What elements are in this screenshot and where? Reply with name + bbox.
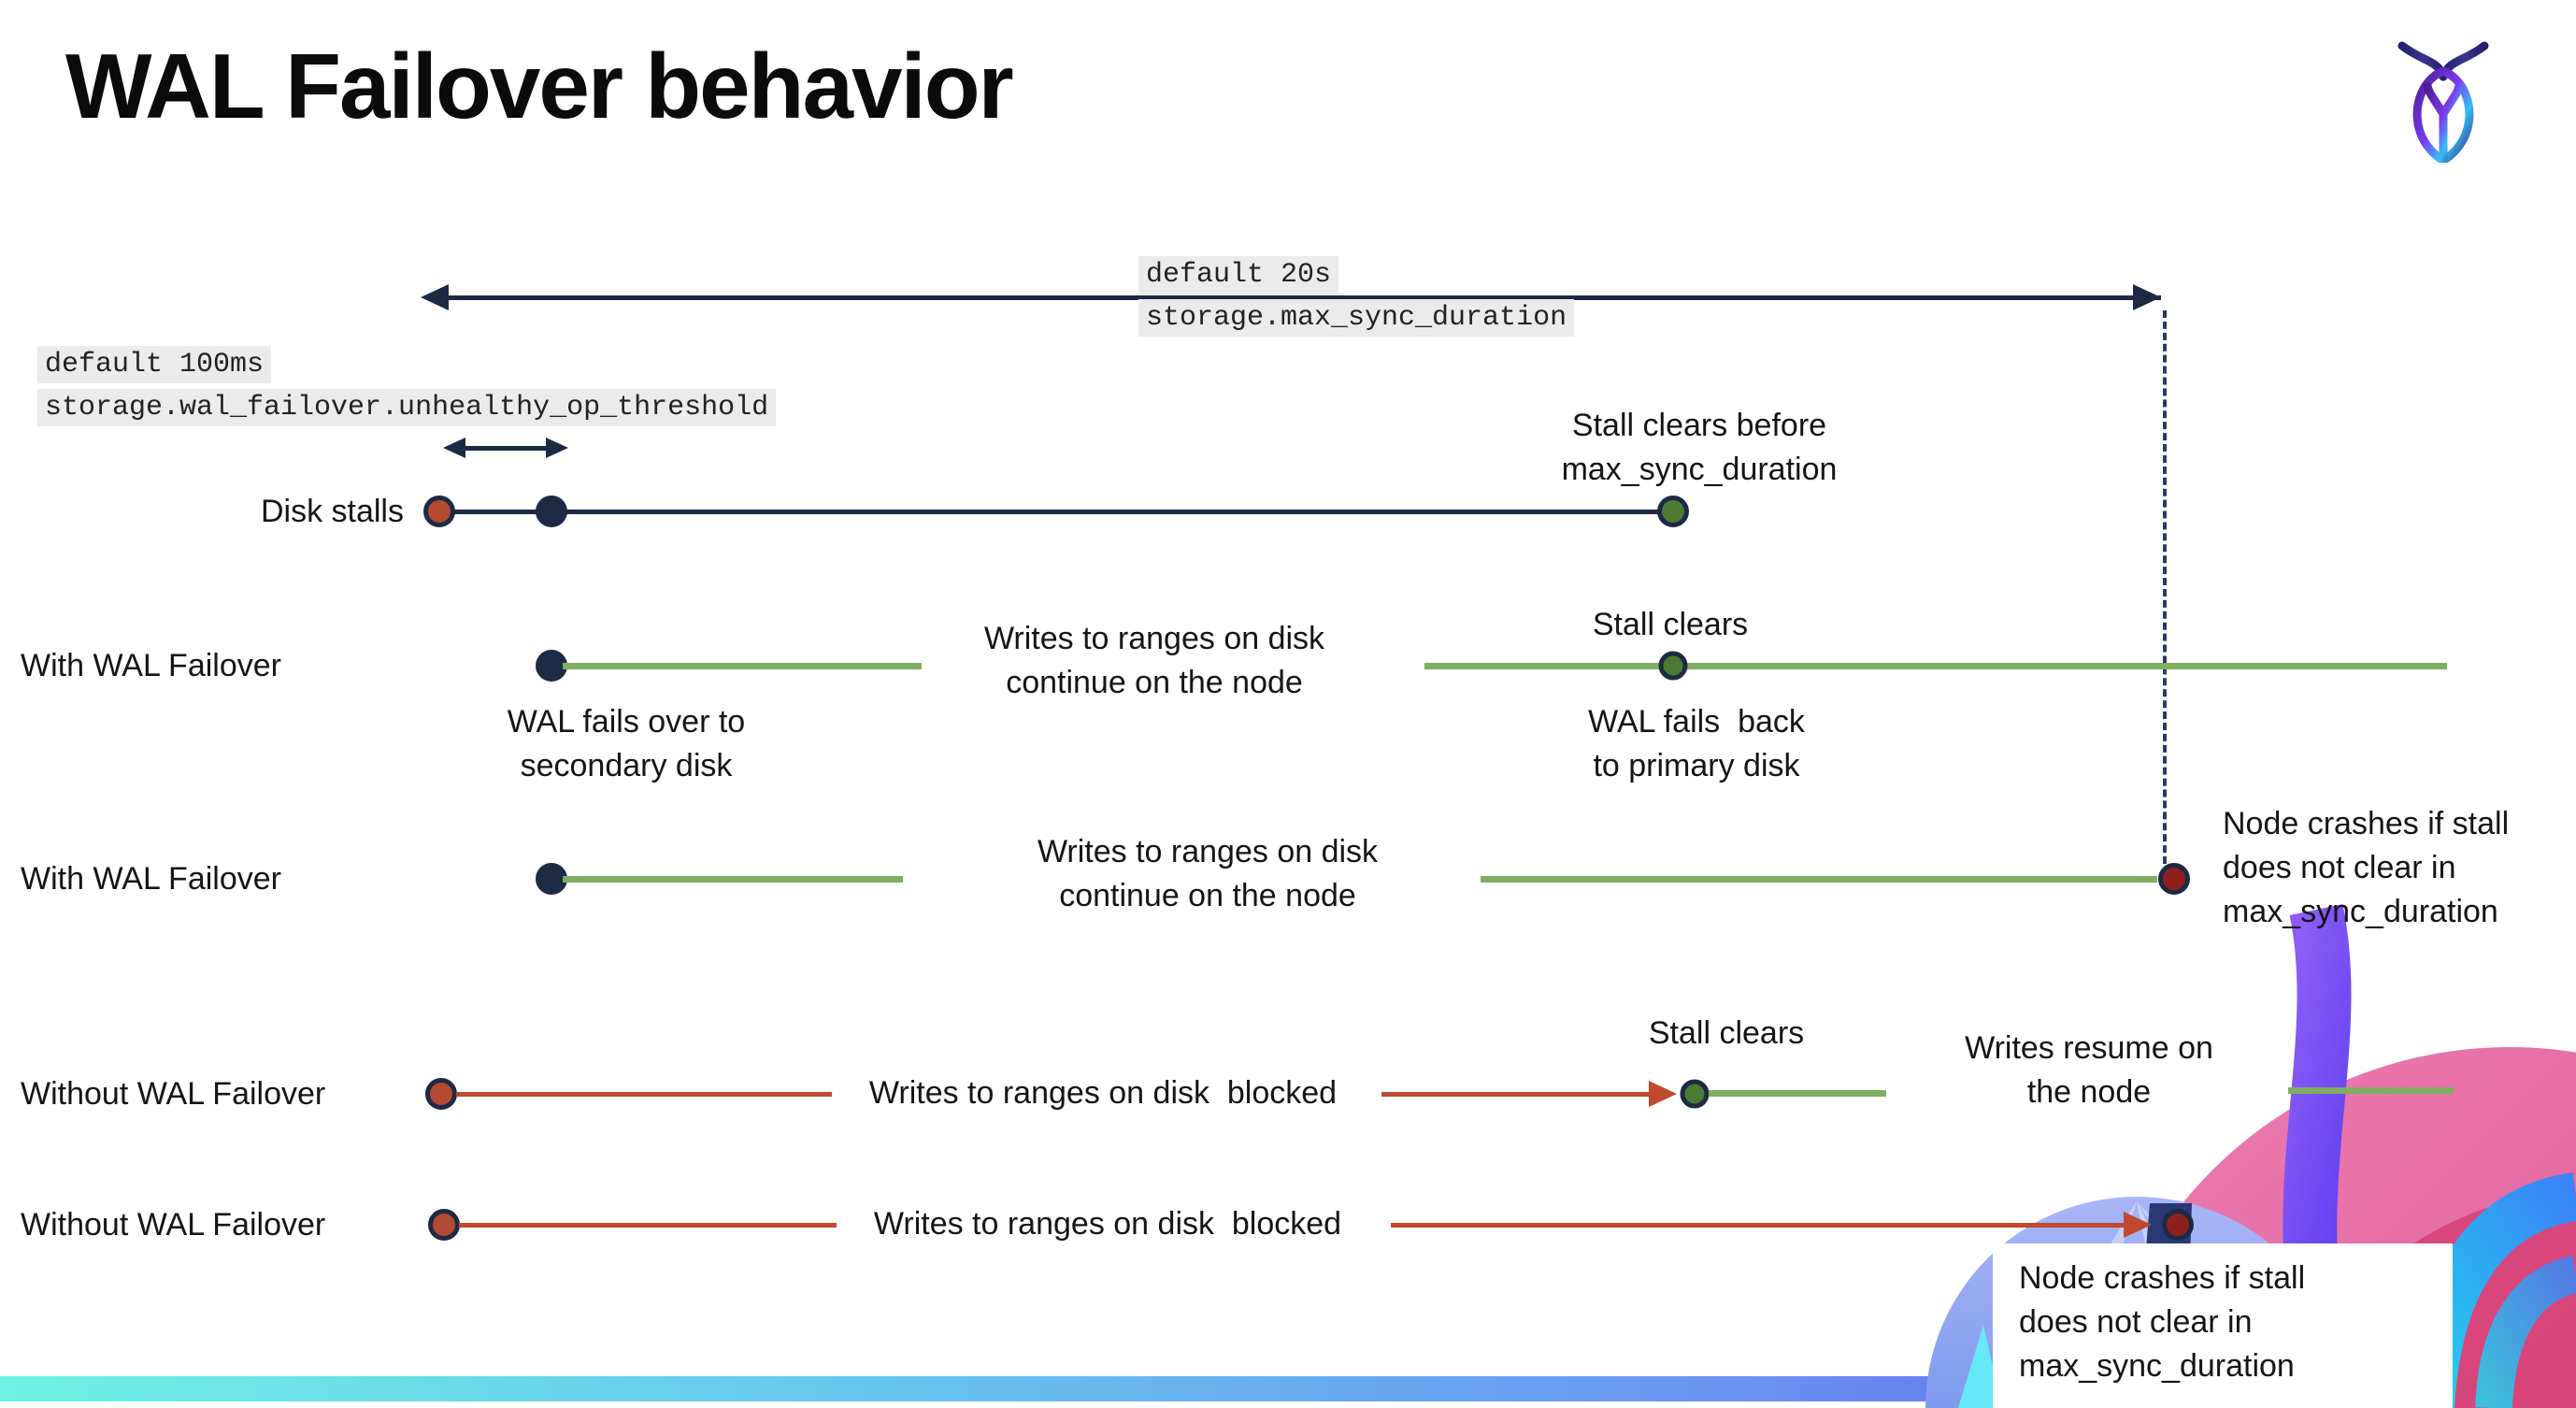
arrow-right-icon — [1649, 1081, 1677, 1107]
row-label-without-wal-failover-1: Without WAL Failover — [21, 1076, 326, 1112]
cockroachdb-logo-icon — [2397, 41, 2489, 163]
node-crashes-annotation-2: Node crashes if stall does not clear in … — [2019, 1260, 2306, 1384]
writes-continue-annotation-1: Writes to ranges on disk continue on the… — [983, 621, 1325, 700]
node-crash-dot — [2162, 1209, 2194, 1241]
row-label-without-wal-failover-2: Without WAL Failover — [21, 1207, 326, 1243]
stall-clears-annotation-1: Stall clears — [1592, 607, 1749, 642]
writes-resume-line — [1709, 1090, 1886, 1097]
threshold-arrow-line — [462, 446, 548, 451]
writes-blocked-line — [459, 1223, 837, 1228]
writes-blocked-annotation-1: Writes to ranges on disk blocked — [868, 1075, 1338, 1111]
arrow-left-icon — [421, 284, 449, 310]
max-sync-deadline-dashed-line — [2163, 310, 2167, 864]
max-sync-duration-label: default 20s storage.max_sync_duration — [1138, 256, 1575, 337]
unhealthy-op-default-label: default 100ms — [37, 346, 272, 383]
node-crashes-annotation-1: Node crashes if stall does not clear in … — [2223, 806, 2510, 929]
unhealthy-op-threshold-label: default 100ms storage.wal_failover.unhea… — [37, 346, 777, 426]
writes-continue-line — [563, 663, 922, 669]
writes-blocked-annotation-2: Writes to ranges on disk blocked — [873, 1206, 1342, 1242]
writes-continue-annotation-2: Writes to ranges on disk continue on the… — [1037, 834, 1379, 913]
max-sync-duration-arrow-line — [439, 295, 2161, 300]
writes-continue-line — [1481, 876, 2157, 883]
wal-fails-back-annotation: WAL fails back to primary disk — [1588, 704, 1805, 783]
stall-start-dot — [425, 1078, 457, 1110]
wal-fails-over-annotation: WAL fails over to secondary disk — [507, 704, 746, 783]
writes-continue-line — [563, 876, 903, 883]
row-label-with-wal-failover-2: With WAL Failover — [21, 861, 281, 897]
writes-blocked-line — [1381, 1092, 1649, 1097]
arrow-right-icon — [546, 438, 568, 458]
stall-clears-annotation-2: Stall clears — [1648, 1015, 1805, 1051]
arrow-right-icon — [2133, 284, 2161, 310]
failover-trigger-dot — [536, 496, 567, 527]
max-sync-default-label: default 20s — [1138, 256, 1339, 294]
stall-start-dot — [423, 496, 455, 527]
node-crashes-note-box: Node crashes if stall does not clear in … — [1993, 1243, 2453, 1408]
stall-start-dot — [428, 1209, 460, 1241]
unhealthy-op-setting-label: storage.wal_failover.unhealthy_op_thresh… — [37, 389, 777, 426]
writes-resume-annotation: Writes resume on the node — [1965, 1030, 2213, 1110]
arrow-left-icon — [443, 438, 465, 458]
writes-continue-line — [1424, 663, 2447, 669]
max-sync-setting-label: storage.max_sync_duration — [1138, 299, 1575, 337]
row-label-with-wal-failover-1: With WAL Failover — [21, 648, 281, 683]
stall-clears-before-annotation: Stall clears before max_sync_duration — [1561, 408, 1838, 487]
disk-stall-timeline — [439, 510, 1673, 514]
stall-clear-dot — [1657, 496, 1689, 527]
stall-clear-dot — [1658, 651, 1688, 681]
writes-blocked-line — [456, 1092, 832, 1097]
writes-resume-line — [2288, 1087, 2454, 1094]
writes-blocked-line — [1391, 1223, 2124, 1228]
arrow-right-icon — [2124, 1212, 2152, 1238]
stall-clear-dot — [1680, 1079, 1710, 1109]
failover-dot — [536, 863, 567, 895]
page-title: WAL Failover behavior — [65, 35, 1014, 137]
row-label-disk-stalls: Disk stalls — [260, 494, 404, 529]
node-crash-dot — [2158, 863, 2190, 895]
